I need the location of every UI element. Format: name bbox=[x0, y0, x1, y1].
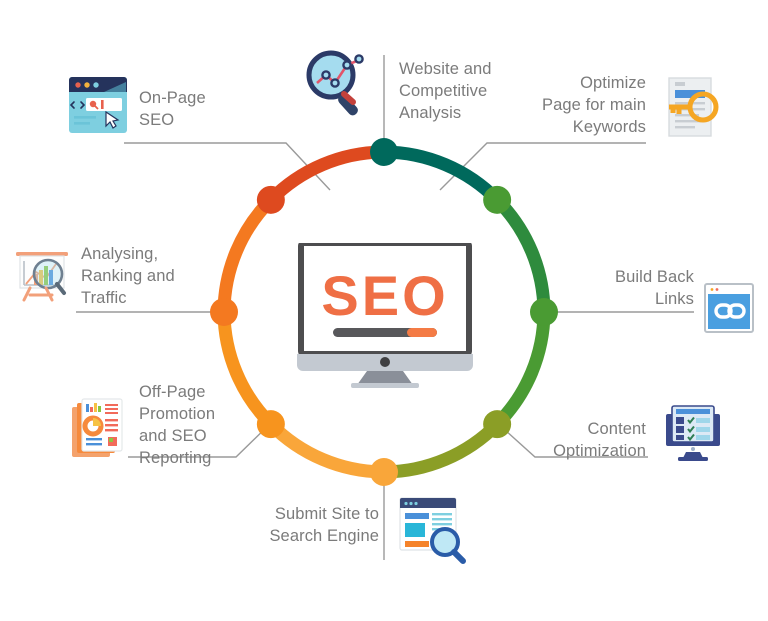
segment-website-competitive-analysis bbox=[383, 145, 502, 205]
easel-chart-magnifier-icon bbox=[12, 247, 74, 309]
label-off-page-promotion: Off-Page Promotion and SEO Reporting bbox=[139, 383, 216, 467]
label-submit-site-search-engine: Submit Site to Search Engine bbox=[269, 505, 379, 545]
label-website-competitive-analysis: Website and Competitive Analysis bbox=[399, 60, 492, 122]
node-left[interactable] bbox=[210, 298, 238, 326]
document-key-icon bbox=[659, 76, 721, 138]
label-optimize-page-keywords: Optimize Page for main Keywords bbox=[541, 74, 646, 136]
segment-analysing-ranking-traffic bbox=[217, 195, 276, 313]
node-lower-right[interactable] bbox=[483, 410, 512, 439]
segment-content-optimization bbox=[383, 419, 502, 479]
label-analysing-ranking-traffic: Analysing, Ranking and Traffic bbox=[81, 245, 175, 307]
segment-optimize-page-keywords bbox=[492, 195, 551, 313]
node-upper-left[interactable] bbox=[256, 185, 285, 214]
report-stack-icon bbox=[70, 397, 130, 459]
node-bottom[interactable] bbox=[370, 458, 398, 486]
monitor-checklist-icon bbox=[662, 404, 724, 462]
label-build-back-links: Build Back Links bbox=[615, 268, 694, 308]
segment-build-back-links bbox=[492, 311, 551, 429]
node-right[interactable] bbox=[530, 298, 558, 326]
browser-code-cursor-icon bbox=[68, 76, 128, 134]
segment-on-page-seo bbox=[266, 145, 385, 205]
center-seo-label: SEO bbox=[321, 264, 448, 327]
segment-submit-site-search-engine bbox=[266, 419, 385, 479]
label-on-page-seo: On-Page SEO bbox=[139, 89, 206, 129]
node-lower-left[interactable] bbox=[256, 410, 285, 439]
center-monitor-graphic: SEO bbox=[289, 240, 481, 388]
node-top[interactable] bbox=[370, 138, 398, 166]
progress-bar-fill bbox=[407, 328, 437, 337]
browser-search-icon bbox=[398, 496, 470, 568]
node-upper-right[interactable] bbox=[483, 185, 512, 214]
magnifier-chart-icon bbox=[303, 47, 369, 123]
label-content-optimization: Content Optimization bbox=[553, 420, 646, 460]
chain-link-browser-icon bbox=[704, 283, 754, 333]
ring-nodes bbox=[210, 138, 558, 486]
